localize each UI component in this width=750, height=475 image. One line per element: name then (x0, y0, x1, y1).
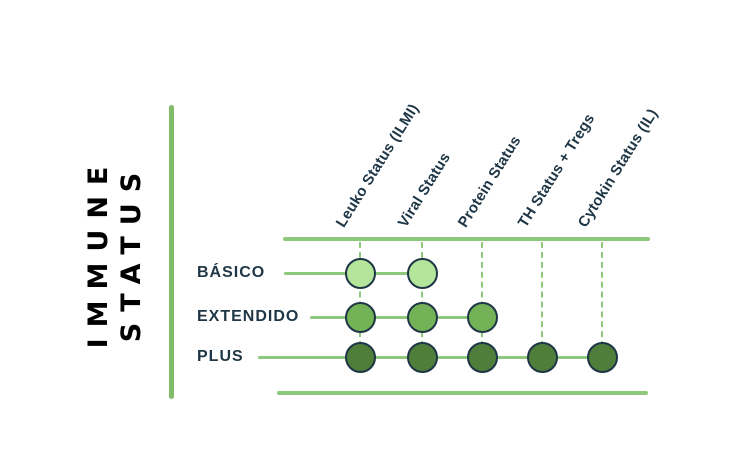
page-title-line-1: IMMUNE (83, 155, 114, 349)
top-rule (283, 237, 650, 241)
page-title: IMMUNE STATUS (82, 152, 150, 352)
dot-extendido-col2 (406, 301, 438, 333)
column-guide-leuko (359, 242, 361, 357)
dot-extendido-col1 (344, 301, 376, 333)
dot-plus-col4 (526, 341, 558, 373)
column-guide-cytokin (601, 242, 603, 357)
page-title-line-2: STATUS (116, 161, 147, 343)
row-label-basico: BÁSICO (197, 264, 266, 281)
row-line-extendido (310, 316, 484, 319)
divider-bar (169, 105, 174, 399)
dot-plus-col2 (406, 341, 438, 373)
dot-plus-col3 (466, 341, 498, 373)
dot-basico-col2 (406, 257, 438, 289)
dot-extendido-col3 (466, 301, 498, 333)
dot-basico-col1 (344, 257, 376, 289)
column-header-protein: Protein Status (454, 132, 525, 231)
column-header-viral: Viral Status (394, 149, 455, 231)
column-guide-protein (481, 242, 483, 357)
row-label-extendido: EXTENDIDO (197, 308, 300, 325)
dot-plus-col5 (586, 341, 618, 373)
dot-plus-col1 (344, 341, 376, 373)
row-label-plus: PLUS (197, 348, 244, 365)
column-guide-viral (421, 242, 423, 357)
column-guide-th (541, 242, 543, 357)
bottom-rule (277, 391, 648, 395)
